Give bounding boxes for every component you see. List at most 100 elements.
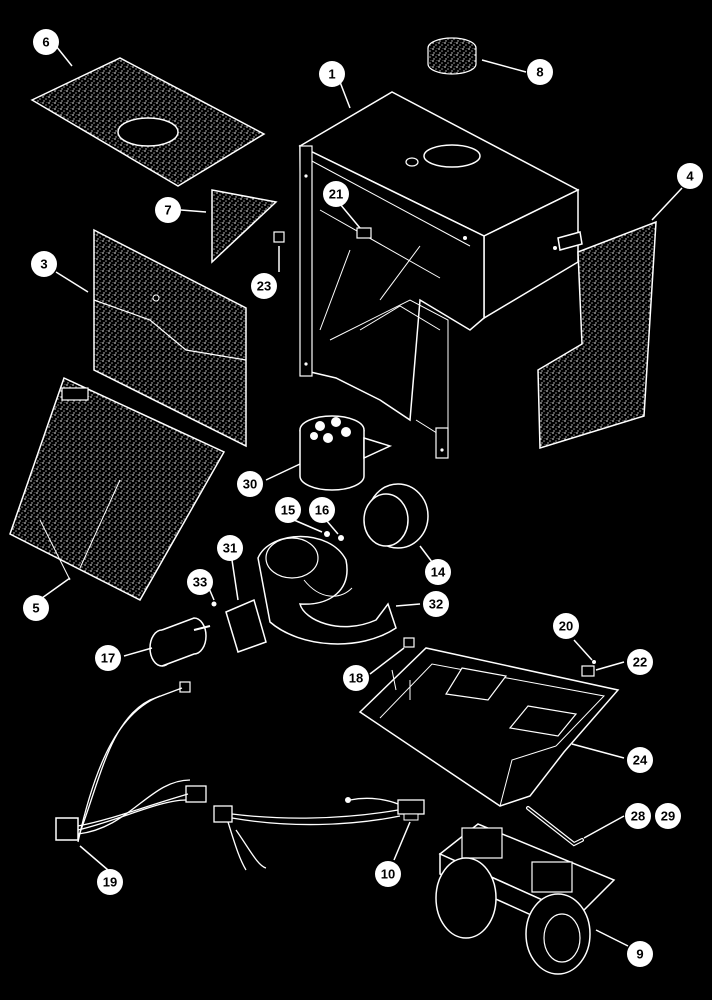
- gasket-31: [225, 598, 267, 653]
- motor-17: [149, 617, 211, 667]
- callout-label-16: 16: [315, 503, 329, 518]
- callout-23: 23: [251, 273, 277, 299]
- callout-33: 33: [187, 569, 213, 595]
- callout-label-29: 29: [661, 809, 675, 824]
- leader-4: [651, 187, 683, 221]
- callout-label-22: 22: [633, 655, 647, 670]
- callout-7: 7: [155, 197, 181, 223]
- nut-18: [403, 637, 415, 648]
- leader-18: [369, 647, 405, 675]
- leader-5: [41, 577, 71, 599]
- leader-19: [79, 845, 109, 871]
- callout-label-24: 24: [633, 753, 648, 768]
- callout-17: 17: [95, 645, 121, 671]
- callout-label-30: 30: [243, 477, 257, 492]
- callout-15: 15: [275, 497, 301, 523]
- callout-24: 24: [627, 747, 653, 773]
- callout-label-1: 1: [328, 67, 335, 82]
- leader-lines: [41, 45, 683, 947]
- callout-label-3: 3: [40, 257, 47, 272]
- callout-label-6: 6: [42, 35, 49, 50]
- callout-label-10: 10: [381, 867, 395, 882]
- triangle-pad-7: [211, 189, 278, 264]
- leader-9: [595, 929, 629, 947]
- callout-label-15: 15: [281, 503, 295, 518]
- callout-label-23: 23: [257, 279, 271, 294]
- callout-14: 14: [425, 559, 451, 585]
- insulation-pad-6: [30, 57, 266, 187]
- floor-pad-5: [9, 376, 226, 601]
- bracket-21: [356, 227, 372, 239]
- callout-label-21: 21: [329, 187, 343, 202]
- housing-box-1: [298, 91, 583, 459]
- callout-label-33: 33: [193, 575, 207, 590]
- adapter-30: [299, 415, 393, 491]
- screw-33: [211, 601, 217, 607]
- leader-30: [265, 463, 301, 481]
- callout-label-5: 5: [32, 601, 39, 616]
- side-panel-4: [537, 220, 657, 450]
- leader-8: [481, 59, 527, 73]
- callout-21: 21: [323, 181, 349, 207]
- leader-21: [339, 203, 361, 229]
- callout-28: 28: [625, 803, 651, 829]
- callout-5: 5: [23, 595, 49, 621]
- callout-30: 30: [237, 471, 263, 497]
- callout-label-4: 4: [686, 169, 694, 184]
- leader-7: [180, 209, 207, 213]
- callout-label-17: 17: [101, 651, 115, 666]
- callout-label-14: 14: [431, 565, 446, 580]
- callout-3: 3: [31, 251, 57, 277]
- leader-17: [123, 647, 153, 657]
- leader-3: [55, 271, 89, 293]
- screw-20: [592, 660, 596, 664]
- callout-1: 1: [319, 61, 345, 87]
- callout-label-19: 19: [103, 875, 117, 890]
- leader-28: [583, 815, 625, 839]
- callout-label-28: 28: [631, 809, 645, 824]
- leader-22: [595, 661, 625, 671]
- callout-18: 18: [343, 665, 369, 691]
- callout-8: 8: [527, 59, 553, 85]
- twin-blower-9: [435, 823, 616, 975]
- callout-label-7: 7: [164, 203, 171, 218]
- callout-22: 22: [627, 649, 653, 675]
- leader-15: [293, 519, 323, 533]
- leader-20: [573, 639, 593, 661]
- round-filter-8: [427, 37, 477, 75]
- callout-4: 4: [677, 163, 703, 189]
- callout-label-9: 9: [636, 947, 643, 962]
- callout-label-18: 18: [349, 671, 363, 686]
- callout-label-31: 31: [223, 541, 237, 556]
- clip-23: [273, 231, 285, 243]
- leader-31: [231, 559, 239, 601]
- callout-label-8: 8: [536, 65, 543, 80]
- callout-20: 20: [553, 613, 579, 639]
- fastener-16: [338, 535, 344, 541]
- callout-label-20: 20: [559, 619, 573, 634]
- callout-32: 32: [423, 591, 449, 617]
- callout-29: 29: [655, 803, 681, 829]
- wiring-harness-19: [55, 681, 401, 871]
- rod-28-29: [526, 806, 584, 847]
- leader-6: [55, 45, 73, 67]
- leader-24: [571, 743, 625, 759]
- callout-9: 9: [627, 941, 653, 967]
- fastener-15: [324, 531, 330, 537]
- callout-6: 6: [33, 29, 59, 55]
- callout-19: 19: [97, 869, 123, 895]
- clip-22: [581, 665, 595, 677]
- blower-housing-32: [257, 535, 397, 645]
- callout-label-32: 32: [429, 597, 443, 612]
- connector-10: [397, 799, 425, 821]
- side-panel-3: [93, 228, 247, 448]
- leader-14: [419, 545, 433, 563]
- callout-10: 10: [375, 861, 401, 887]
- callout-16: 16: [309, 497, 335, 523]
- leader-32: [395, 603, 421, 607]
- tray-24: [358, 647, 620, 807]
- leader-16: [325, 519, 339, 535]
- ring-14: [363, 483, 429, 549]
